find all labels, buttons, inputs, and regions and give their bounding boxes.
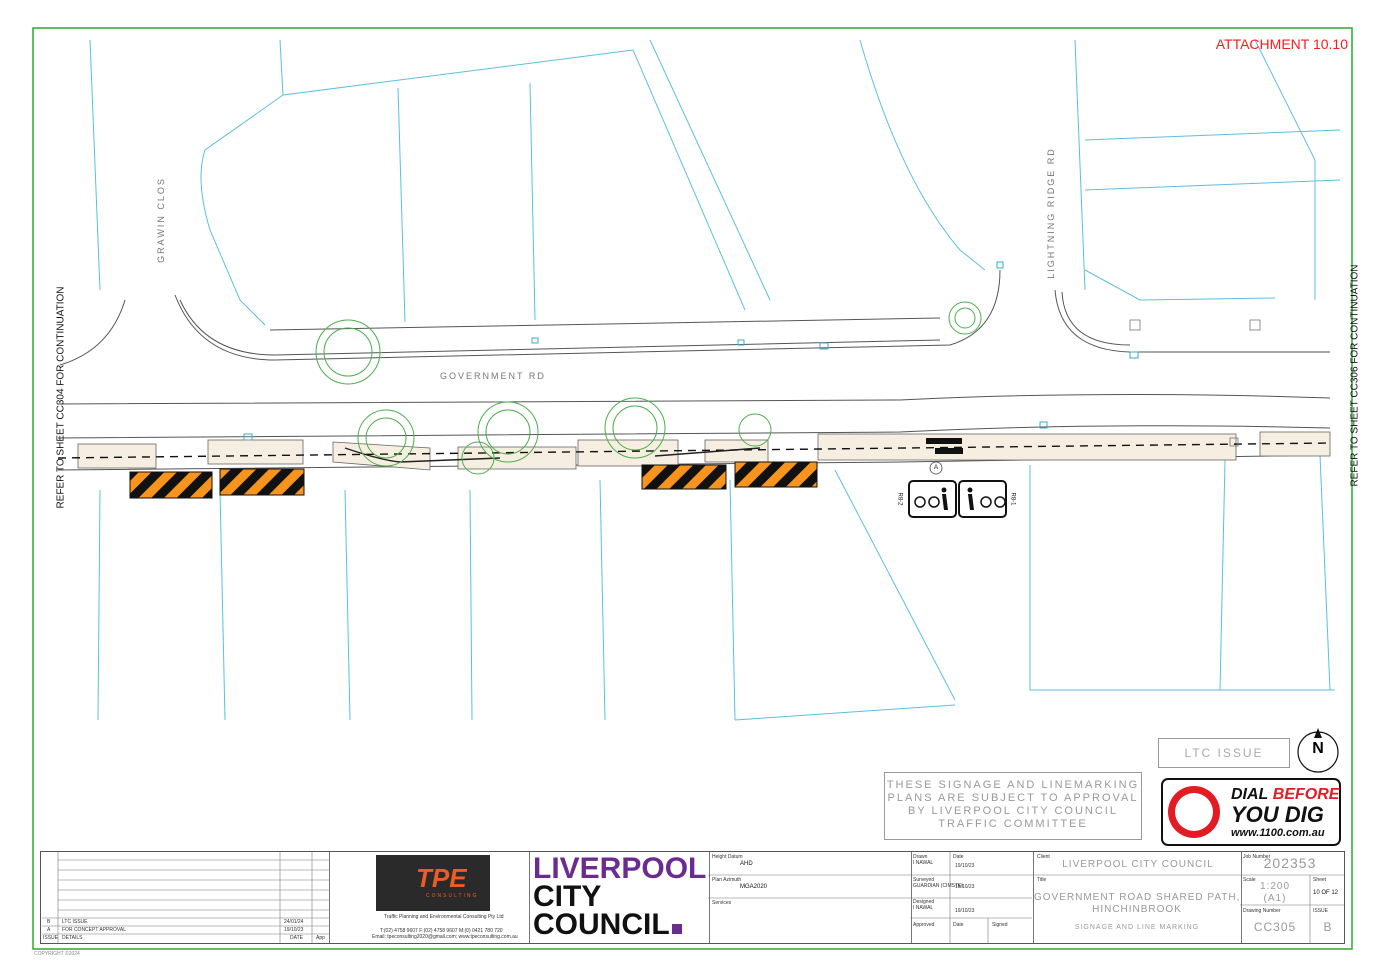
- plan-azimuth-value: MGA2020: [740, 884, 768, 890]
- issue-value: B: [1323, 920, 1333, 934]
- rev-date-b: 24/01/24: [284, 919, 304, 925]
- drawing-number: CC305: [1253, 920, 1297, 934]
- rev-issue-a: A: [47, 927, 51, 933]
- tpe-logo: TPE CONSULTING: [376, 855, 490, 911]
- hazard-markers: [129, 461, 818, 499]
- tpe-logo-word: TPE: [416, 863, 467, 893]
- lightning-ridge-rd-label: LIGHTNING RIDGE RD: [1045, 147, 1056, 279]
- drawn-date: 19/10/23: [955, 863, 975, 869]
- centre-line: [57, 442, 1331, 459]
- rev-header-issue: ISSUE: [43, 935, 59, 941]
- tpe-contact: T:(02) 4758 9607 F:(02) 4758 9607 M:(0) …: [380, 928, 503, 934]
- rev-date-a: 19/10/23: [284, 927, 304, 933]
- height-datum-value: AHD: [740, 861, 753, 867]
- issue-label: ISSUE: [1313, 908, 1329, 914]
- rev-header-app: App: [316, 935, 325, 941]
- sheet-number: 10 OF 12: [1313, 890, 1339, 896]
- drawn-date-label: Date: [953, 854, 964, 860]
- hazard-board: [734, 461, 818, 488]
- job-number: 202353: [1263, 855, 1317, 871]
- hazard-board: [641, 464, 727, 490]
- designed-label: Designed: [913, 899, 935, 905]
- sign-code-left: R8-2: [896, 492, 903, 506]
- designed-value: I NAWAL: [913, 905, 934, 911]
- dial-url: www.1100.com.au: [1231, 827, 1325, 839]
- drawing-number-label: Drawing Number: [1243, 908, 1281, 914]
- kerb-lines: [57, 269, 1331, 471]
- surveyed-label: Surveyed: [913, 877, 935, 883]
- government-rd-label: GOVERNMENT RD: [440, 371, 546, 381]
- client-label: Client: [1037, 854, 1050, 860]
- attachment-label: ATTACHMENT 10.10: [1215, 36, 1348, 52]
- north-arrow-icon: [1314, 728, 1322, 738]
- surveyed-value: GUARDIAN (CIMSTE): [913, 883, 963, 889]
- title-block-grid: [42, 851, 1345, 943]
- marker-label: A: [934, 465, 939, 471]
- right-continuation-note: REFER TO SHEET CC306 FOR CONTINUATION: [1349, 264, 1361, 487]
- title-label: Title: [1037, 877, 1047, 883]
- drawn-value: I NAWAL: [913, 860, 934, 866]
- scale-value: 1:200: [1259, 881, 1291, 892]
- rev-issue-b: B: [47, 919, 51, 925]
- sheet-border: [32, 27, 1353, 950]
- job-number-label: Job Number: [1243, 854, 1271, 860]
- dial-word: DIAL: [1231, 786, 1269, 803]
- logo-city: CITY: [533, 880, 602, 913]
- service-pits: [243, 261, 1139, 441]
- signed-label: Signed: [992, 922, 1008, 928]
- path-pavement-symbol: [926, 438, 963, 454]
- rev-details-a: FOR CONCEPT APPROVAL: [62, 927, 126, 933]
- title-block: [40, 851, 1345, 944]
- approved-label: Approved: [913, 922, 935, 928]
- services-label: Services: [712, 900, 732, 906]
- before-word: BEFORE: [1272, 786, 1340, 803]
- logo-council: COUNCIL: [533, 908, 670, 941]
- client-name: LIVERPOOL CITY COUNCIL: [1062, 859, 1214, 870]
- path-segments: [77, 431, 1331, 471]
- hazard-board: [129, 471, 213, 499]
- drawing-title-line1: GOVERNMENT ROAD SHARED PATH,: [1034, 892, 1241, 903]
- copyright-note: COPYRIGHT ©2024: [34, 951, 80, 957]
- sign-code-right: R8-1: [1009, 492, 1016, 506]
- left-continuation-note: REFER TO SHEET CC304 FOR CONTINUATION: [55, 286, 67, 509]
- plan-azimuth-label: Plan Azimuth: [712, 877, 742, 883]
- logo-liverpool: LIVERPOOL: [533, 852, 707, 885]
- dial-before-you-dig-logo: DIAL BEFORE YOU DIG www.1100.com.au: [1161, 778, 1341, 846]
- marker-circle: [929, 461, 943, 475]
- surveyed-date: 15/10/23: [955, 884, 975, 890]
- rev-header-details: DETAILS: [62, 935, 83, 941]
- drawn-label: Drawn: [913, 854, 928, 860]
- hazard-board: [219, 468, 305, 496]
- scale-label: Scale: [1243, 877, 1256, 883]
- grawin-clos-label: GRAWIN CLOS: [155, 177, 166, 263]
- rev-header-date: DATE: [290, 935, 303, 941]
- property-boundaries: [89, 39, 1341, 721]
- tpe-email: Email: tpeconsulting2020@gmail.com; www.…: [372, 934, 518, 940]
- small-boxes: [1129, 319, 1261, 447]
- approved-date-label: Date: [953, 922, 964, 928]
- approval-notice: THESE SIGNAGE AND LINEMARKING PLANS ARE …: [884, 772, 1142, 840]
- drawing-title-line2: HINCHINBROOK: [1092, 904, 1182, 915]
- liverpool-city-council-logo: LIVERPOOL CITY COUNCIL: [533, 852, 707, 941]
- height-datum-label: Height Datum: [712, 854, 743, 860]
- tpe-logo-sub: CONSULTING: [426, 893, 479, 899]
- scale-sheet: (A1): [1263, 893, 1287, 904]
- ltc-issue-box: LTC ISSUE: [1158, 738, 1290, 768]
- trees: [315, 301, 982, 475]
- tpe-company: Traffic Planning and Environmental Consu…: [384, 914, 504, 920]
- drawing-subtitle: SIGNAGE AND LINE MARKING: [1074, 924, 1200, 931]
- sheet-label: Sheet: [1313, 877, 1327, 883]
- you-dig-word: YOU DIG: [1231, 802, 1324, 827]
- designed-date: 19/10/23: [955, 908, 975, 914]
- north-label: N: [1312, 740, 1324, 757]
- rev-details-b: LTC ISSUE: [62, 919, 88, 925]
